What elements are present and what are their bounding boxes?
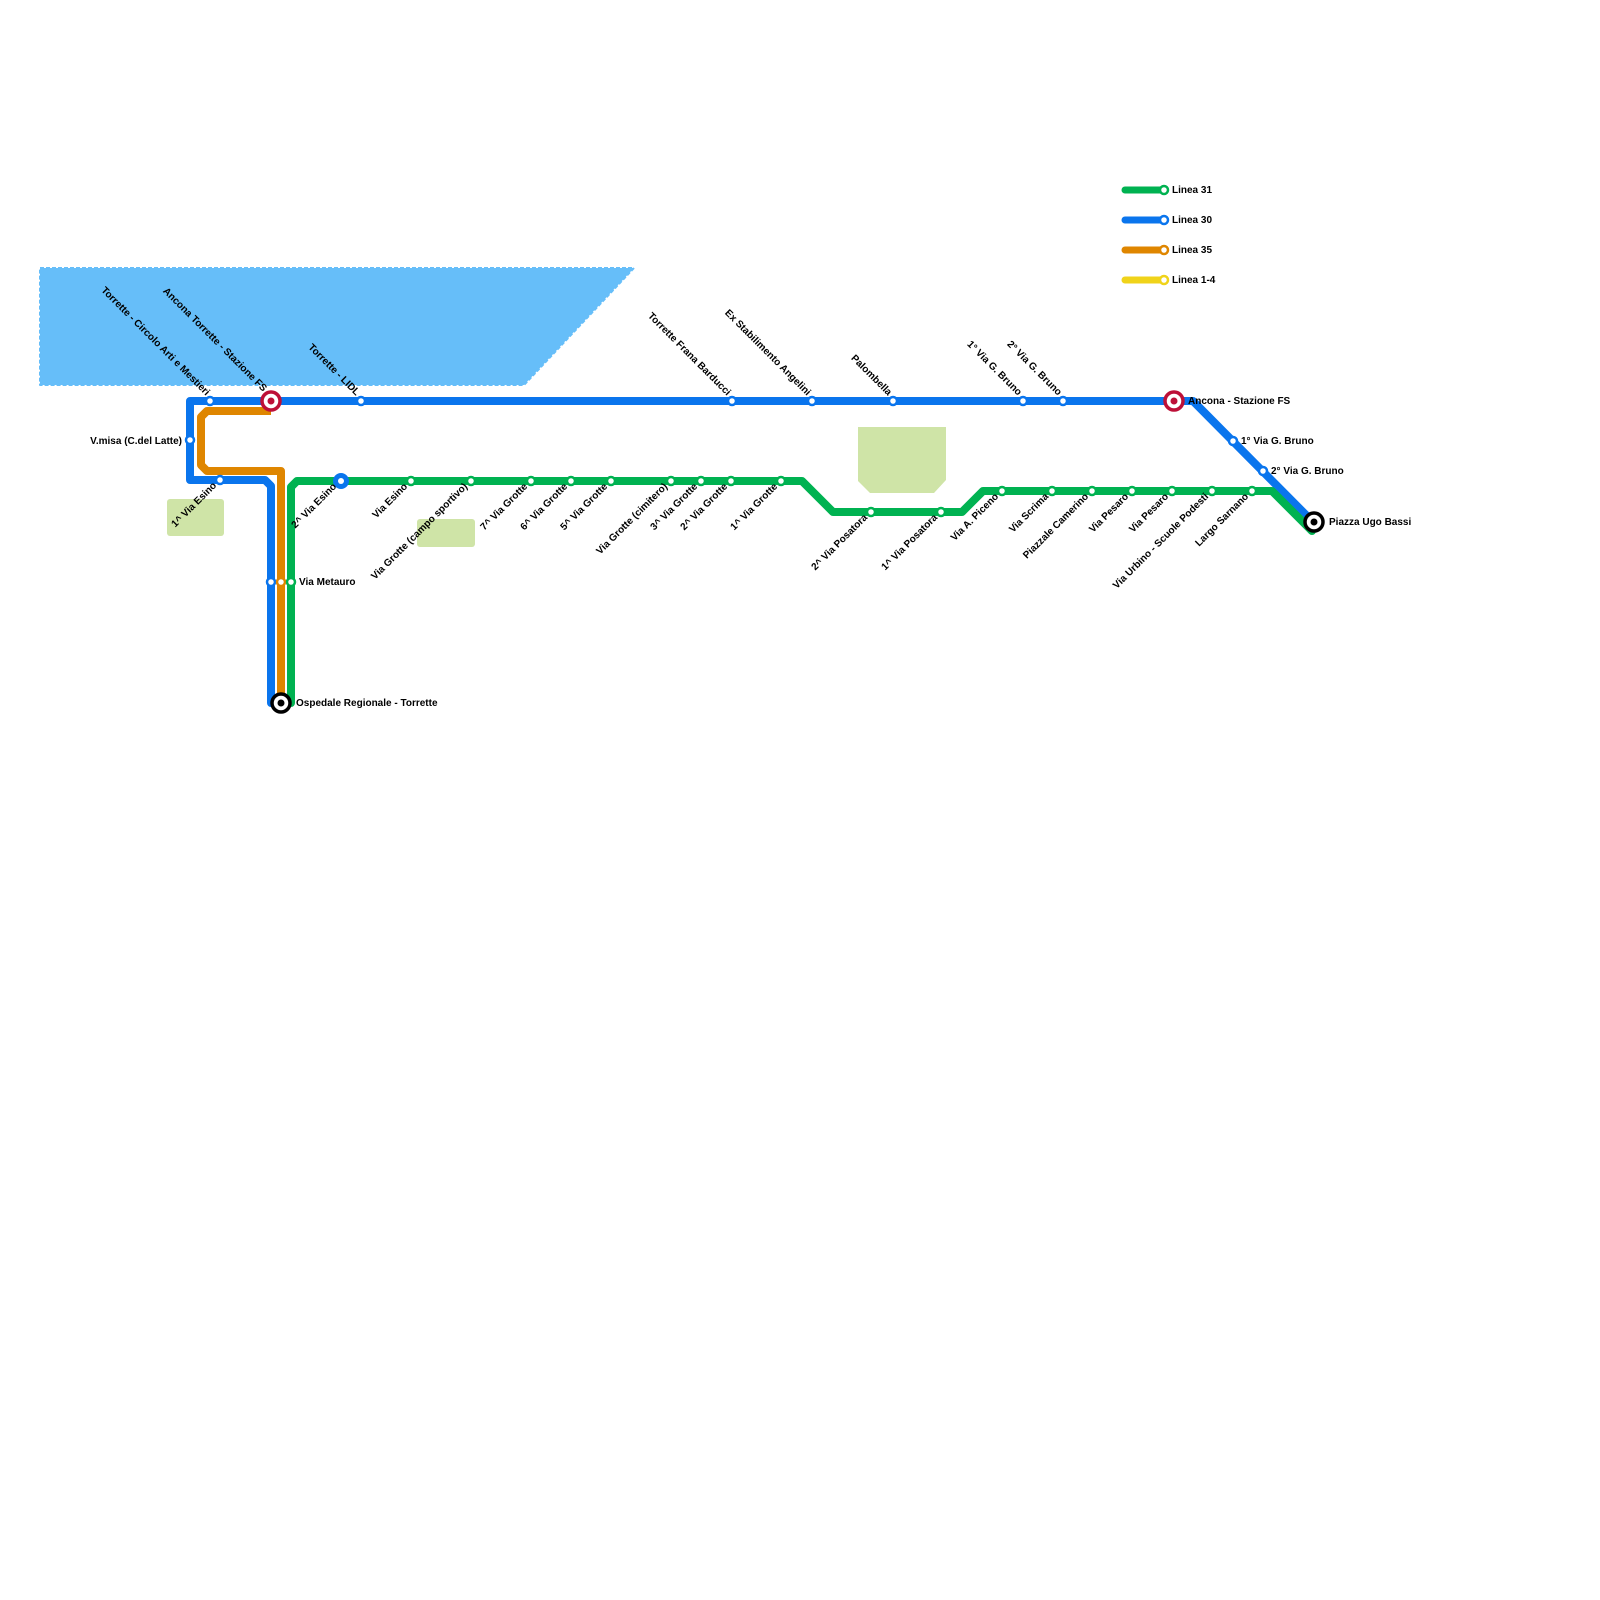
terminus-icon[interactable]	[1303, 511, 1325, 533]
legend-label: Linea 35	[1172, 245, 1212, 256]
station-label: 2^ Via Posatora	[810, 512, 871, 573]
park-area	[167, 499, 224, 536]
park-area	[858, 427, 946, 493]
line-31-stations	[285, 475, 1258, 588]
station-marker[interactable]	[405, 475, 417, 487]
station-marker[interactable]	[865, 506, 877, 518]
station-label: Via Metauro	[299, 577, 356, 588]
sea-area	[39, 267, 635, 386]
station-label: 2^ Via Esino	[290, 481, 340, 531]
station-marker[interactable]	[184, 434, 196, 446]
legend-label: Linea 30	[1172, 215, 1212, 226]
legend-label: Linea 1-4	[1172, 275, 1216, 286]
station-label: Palombella	[849, 353, 894, 398]
line-35-route[interactable]	[197, 407, 285, 703]
station-marker[interactable]	[1246, 485, 1258, 497]
station-marker[interactable]	[1257, 465, 1269, 477]
station-marker[interactable]	[887, 395, 899, 407]
station-marker[interactable]	[1046, 485, 1058, 497]
station-label: Torrette Frana Barducci	[645, 311, 733, 399]
legend: Linea 31 Linea 30 Linea 35 Linea 1-4	[1121, 184, 1216, 286]
station-marker[interactable]	[465, 475, 477, 487]
park-area	[417, 519, 475, 547]
station-marker[interactable]	[726, 395, 738, 407]
station-marker[interactable]	[695, 475, 707, 487]
station-marker[interactable]	[1086, 485, 1098, 497]
station-marker[interactable]	[605, 475, 617, 487]
station-label: V.misa (C.del Latte)	[90, 436, 182, 447]
station-marker[interactable]	[275, 576, 287, 588]
station-marker[interactable]	[525, 475, 537, 487]
station-label: Via Pesaro	[1087, 491, 1131, 535]
station-marker[interactable]	[1017, 395, 1029, 407]
station-marker[interactable]	[1206, 485, 1218, 497]
legend-station-icon	[1158, 244, 1170, 256]
station-marker[interactable]	[265, 576, 277, 588]
station-marker[interactable]	[204, 395, 216, 407]
station-label: 2° Via G. Bruno	[1271, 466, 1344, 477]
station-marker[interactable]	[1166, 485, 1178, 497]
station-label: Ex Stabilimento Angelini	[722, 308, 813, 399]
station-marker[interactable]	[1057, 395, 1069, 407]
station-label: 1^ Via Posatora	[880, 512, 941, 573]
station-marker[interactable]	[1126, 485, 1138, 497]
station-label: 1° Via G. Bruno	[1241, 436, 1314, 447]
station-label: Via Esino	[371, 481, 410, 520]
station-marker[interactable]	[665, 475, 677, 487]
legend-station-icon	[1158, 214, 1170, 226]
station-marker[interactable]	[775, 475, 787, 487]
station-marker[interactable]	[355, 395, 367, 407]
station-marker[interactable]	[565, 475, 577, 487]
station-label: Piazza Ugo Bassi	[1329, 517, 1411, 528]
station-marker[interactable]	[214, 474, 226, 486]
station-marker[interactable]	[285, 576, 297, 588]
station-marker[interactable]	[1227, 435, 1239, 447]
station-label: Ospedale Regionale - Torrette	[296, 698, 438, 709]
line-30-stations	[184, 395, 1269, 588]
legend-station-icon	[1158, 184, 1170, 196]
interchange-icon[interactable]	[1163, 390, 1185, 412]
interchange-icon[interactable]	[260, 390, 282, 412]
station-marker[interactable]	[996, 485, 1008, 497]
station-marker[interactable]	[806, 395, 818, 407]
terminus-icon[interactable]	[270, 692, 292, 714]
station-label: 1^ Via Grotte	[729, 481, 781, 533]
legend-label: Linea 31	[1172, 185, 1212, 196]
station-marker[interactable]	[725, 475, 737, 487]
station-label: Via Pesaro	[1127, 491, 1171, 535]
station-label: Ancona - Stazione FS	[1188, 396, 1291, 407]
legend-station-icon	[1158, 274, 1170, 286]
station-marker-large-inner	[338, 478, 344, 484]
station-marker[interactable]	[935, 506, 947, 518]
